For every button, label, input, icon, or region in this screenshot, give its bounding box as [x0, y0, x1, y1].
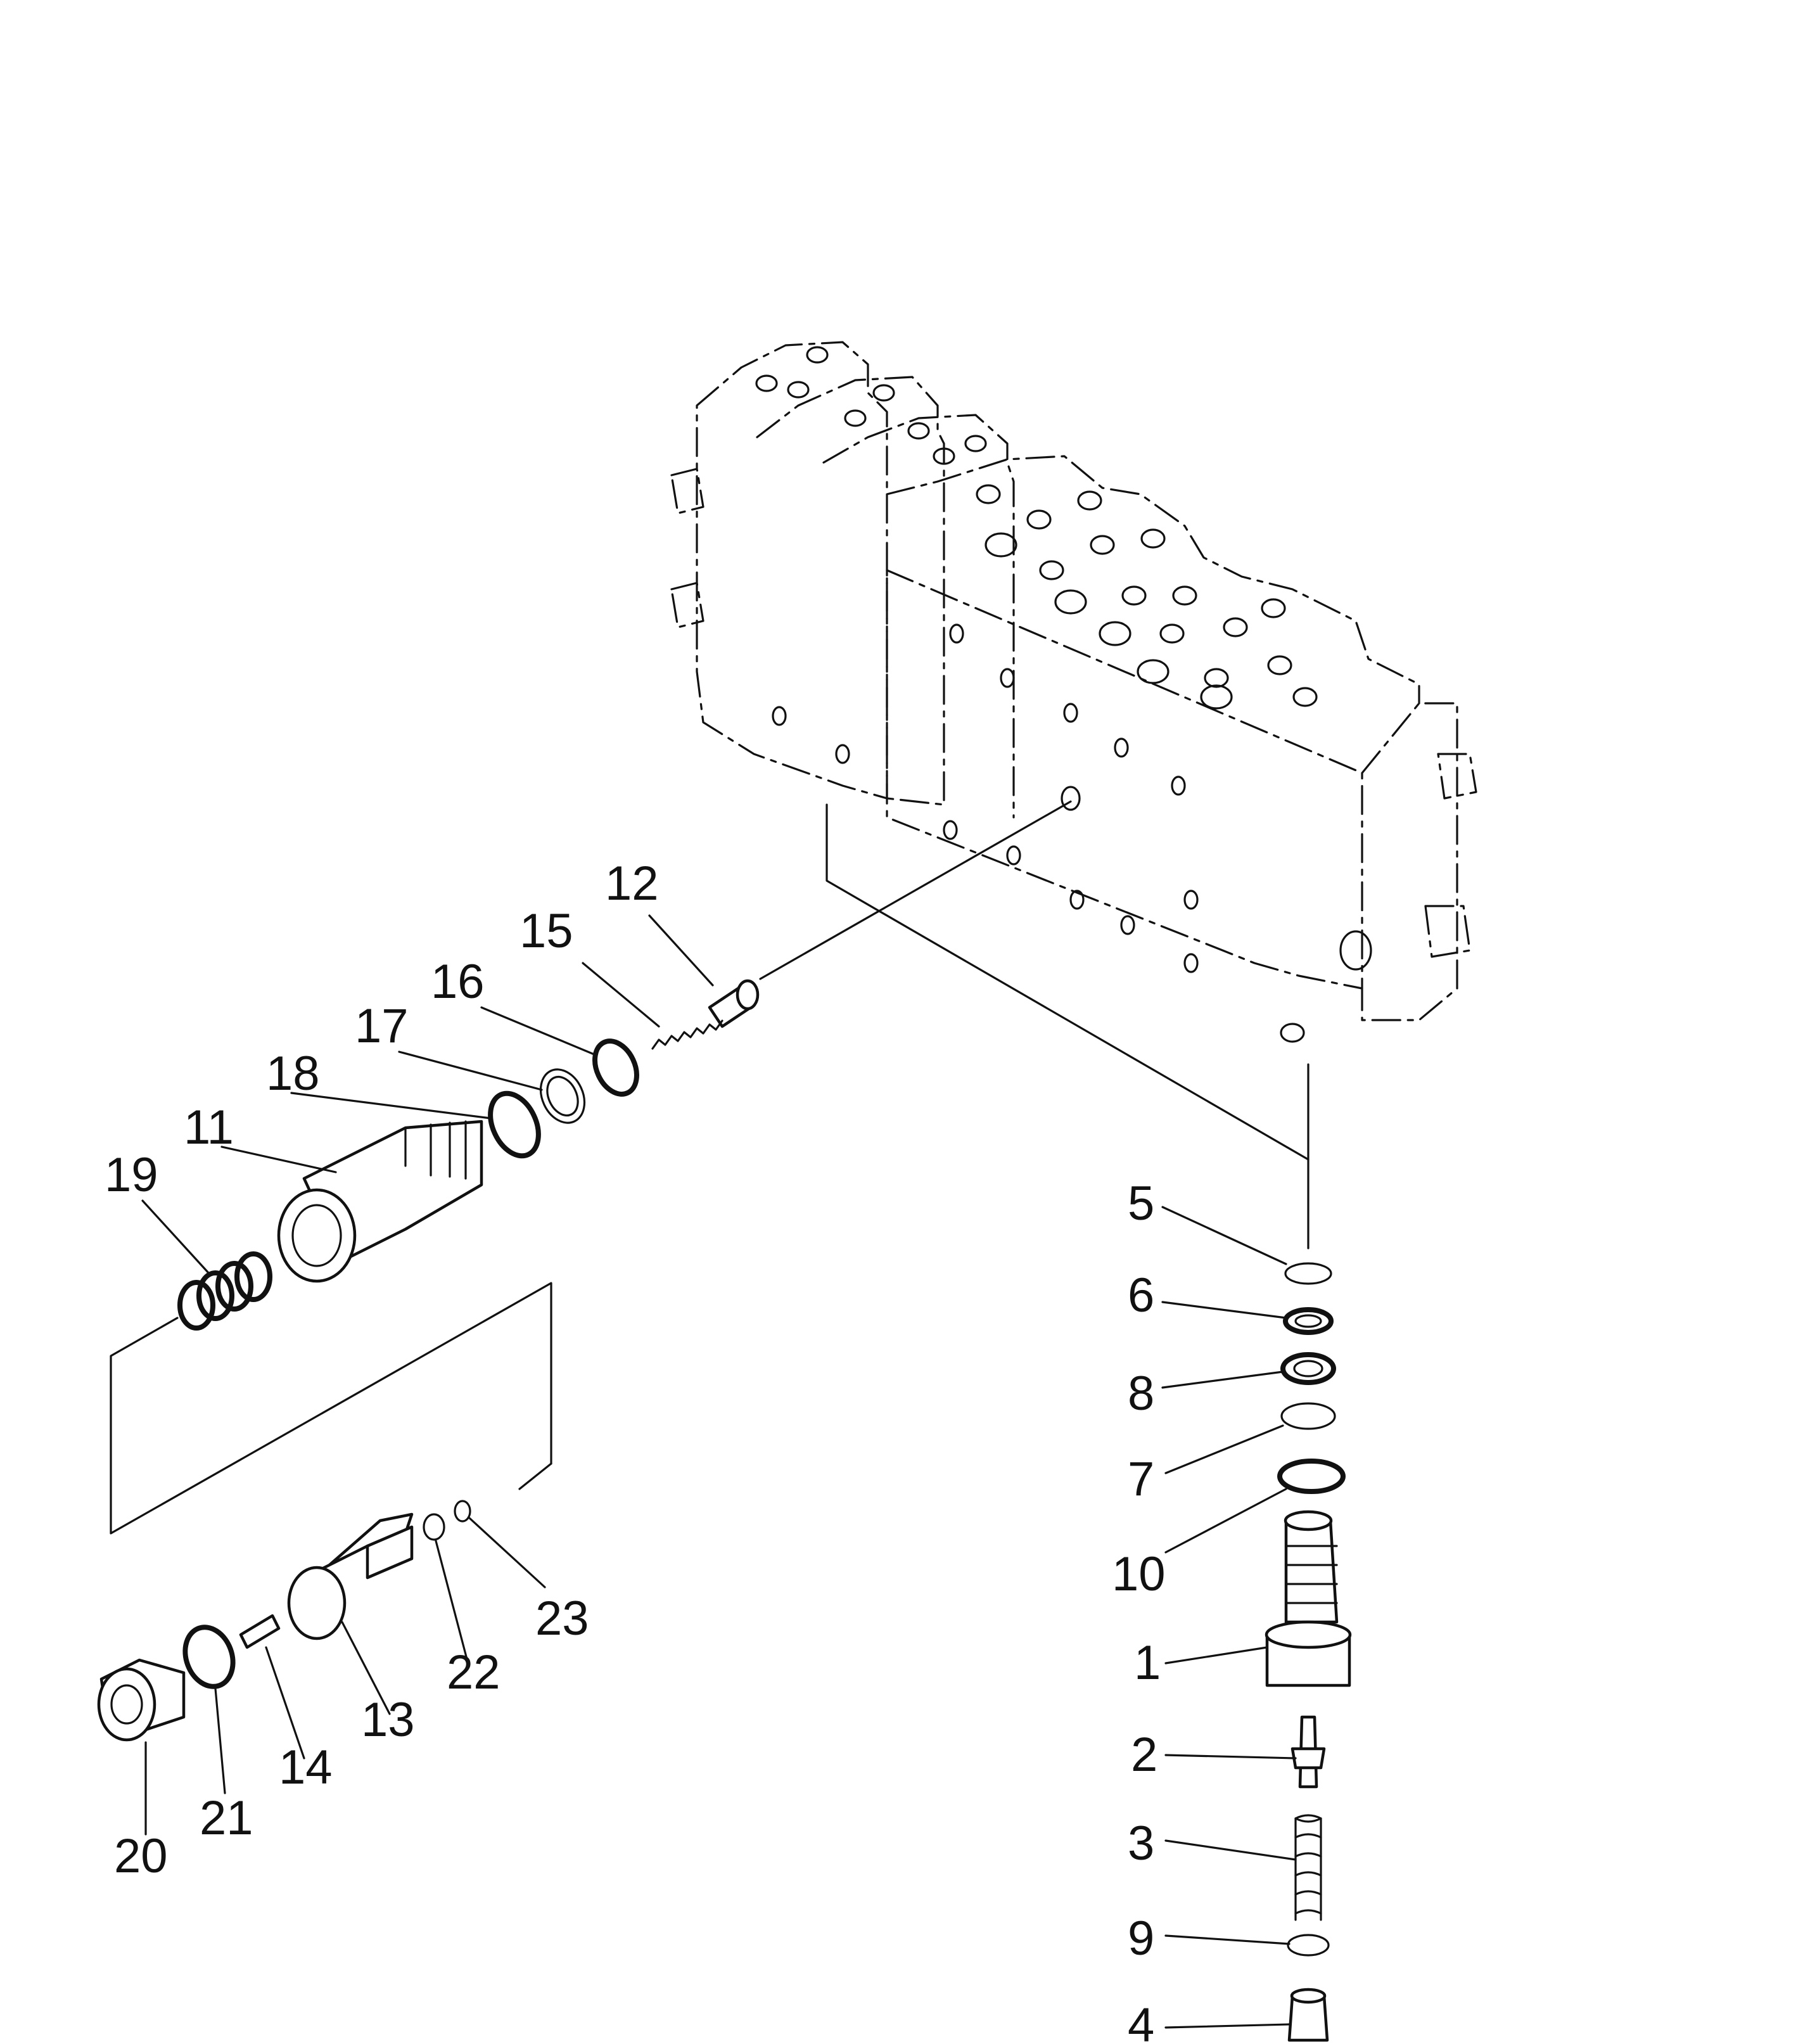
callout-4: 4: [1128, 1998, 1154, 2044]
callout-13: 13: [361, 1693, 415, 1747]
callout-20: 20: [114, 1829, 168, 1883]
assembly-lines: [110, 800, 1310, 1535]
callout-12: 12: [605, 857, 659, 910]
callout-14: 14: [279, 1741, 333, 1794]
part-1-relief-valve: [1265, 1510, 1352, 1687]
callout-22: 22: [447, 1645, 500, 1699]
part-10-oring: [1277, 1459, 1346, 1494]
callout-1: 1: [1134, 1636, 1161, 1690]
callout-23: 23: [535, 1592, 589, 1645]
callout-8: 8: [1128, 1367, 1154, 1421]
callout-19: 19: [105, 1148, 158, 1202]
callout-18: 18: [266, 1047, 320, 1101]
callout-11: 11: [184, 1101, 234, 1154]
part-17-ring: [539, 1068, 586, 1124]
part-15-spring: [651, 1019, 723, 1050]
part-13-spool: [287, 1512, 414, 1640]
part-4-adjuster: [1287, 1988, 1329, 2042]
part-11-valve-cartridge: [277, 1120, 483, 1283]
part-23-ring: [454, 1500, 471, 1523]
part-20-plug: [97, 1658, 186, 1742]
callout-15: 15: [519, 904, 573, 958]
callout-16: 16: [431, 955, 485, 1009]
part-7-oring: [1280, 1402, 1336, 1430]
part-12-plug: [708, 979, 760, 1028]
part-6-ring: [1283, 1307, 1334, 1335]
callout-10: 10: [1112, 1547, 1166, 1601]
control-valve-block: [670, 341, 1477, 1043]
callout-labels: 12 15 16 17 18 11 19 5 6 8 7 10 1 2 3 9 …: [105, 857, 1166, 2044]
callout-7: 7: [1128, 1452, 1154, 1506]
callout-5: 5: [1128, 1177, 1154, 1230]
callout-2: 2: [1131, 1728, 1157, 1782]
part-8-ring: [1280, 1352, 1336, 1385]
part-9-oring: [1287, 1934, 1330, 1957]
callout-21: 21: [200, 1791, 253, 1845]
callout-9: 9: [1128, 1912, 1154, 1965]
callout-6: 6: [1128, 1268, 1154, 1322]
part-14-pin: [239, 1614, 281, 1649]
part-22-ring: [423, 1513, 445, 1541]
callout-3: 3: [1128, 1817, 1154, 1870]
valve-port-holes: [755, 346, 1318, 710]
part-3-spring: [1294, 1814, 1322, 1921]
callout-leaders: [141, 914, 1297, 2029]
callout-17: 17: [355, 999, 409, 1053]
part-18-oring: [488, 1090, 541, 1159]
part-16-oring: [592, 1038, 639, 1097]
part-21-oring: [182, 1625, 236, 1689]
front-face-holes: [772, 623, 1372, 1043]
part-2-poppet: [1291, 1715, 1326, 1789]
part-5-oring: [1284, 1262, 1332, 1285]
part-19-spring: [177, 1251, 272, 1331]
